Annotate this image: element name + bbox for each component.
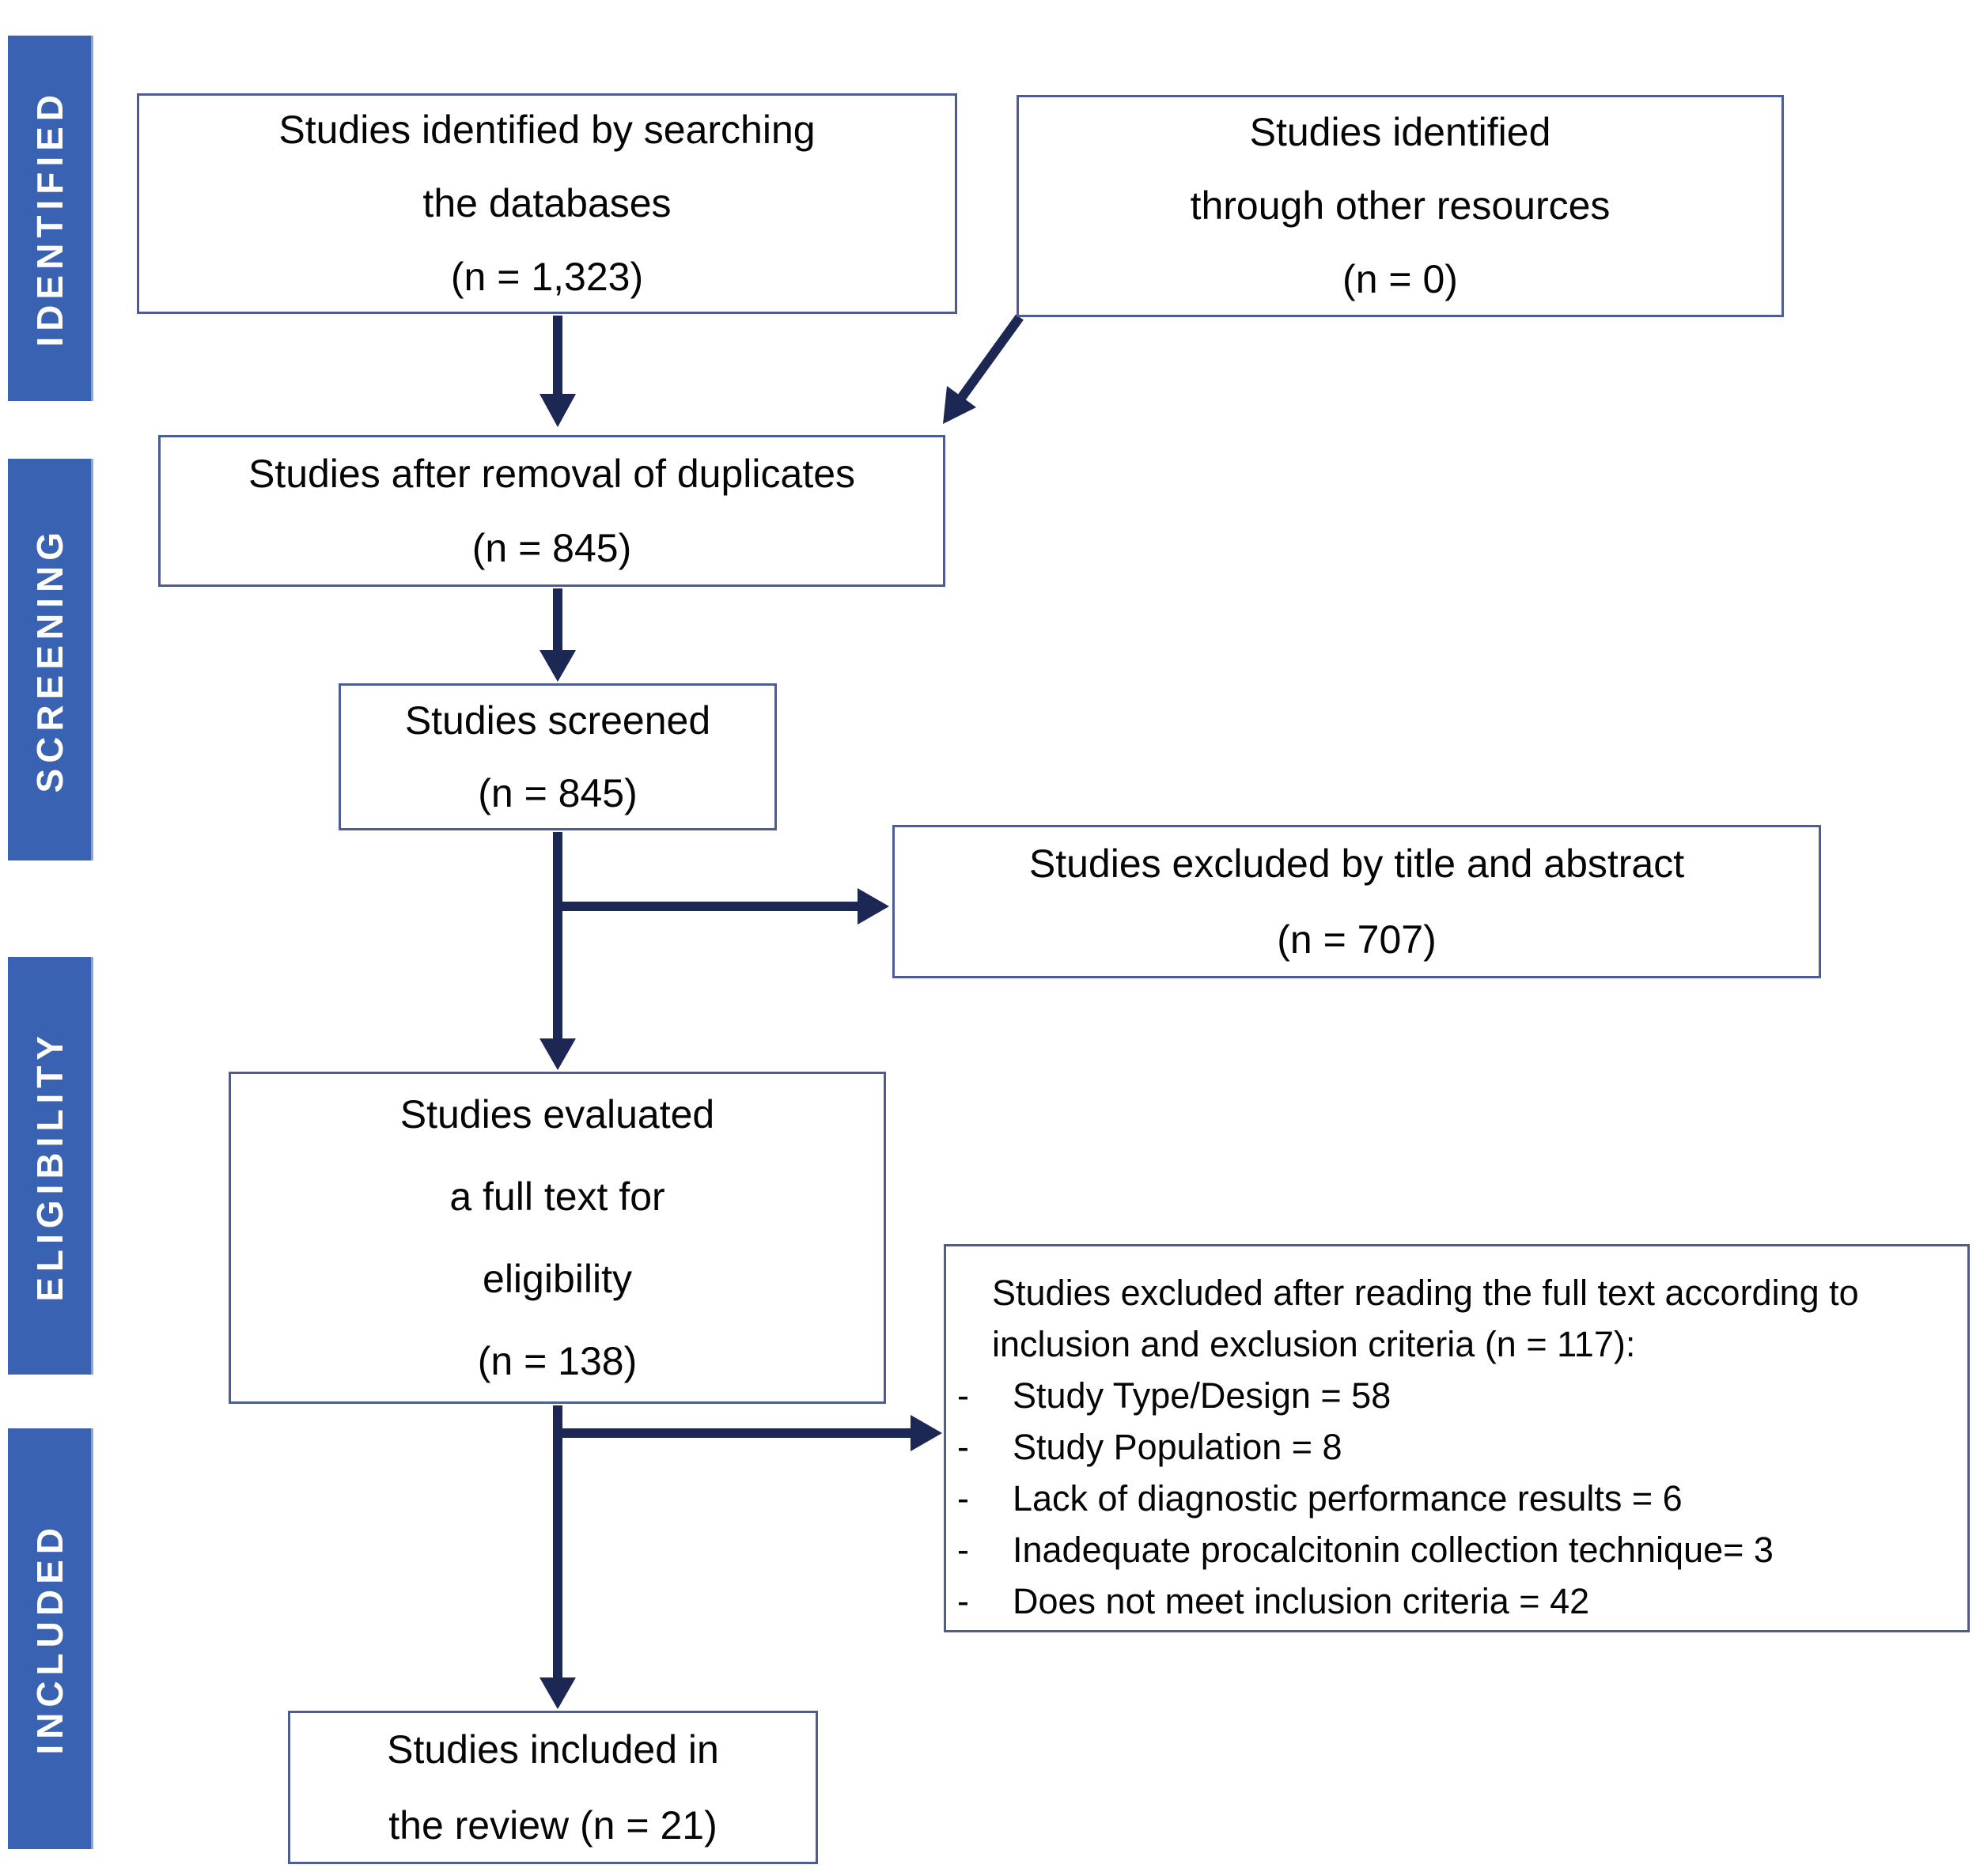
phase-bar-eligibility: ELIGIBILITY (8, 957, 93, 1375)
box-text-line: (n = 845) (471, 526, 632, 570)
box-studies-included: Studies included in the review (n = 21) (288, 1711, 818, 1864)
exclusion-header-line: Studies excluded after reading the full … (992, 1273, 1859, 1313)
phase-bar-included: INCLUDED (8, 1428, 93, 1849)
box-text-line: Studies identified (1249, 110, 1551, 154)
box-studies-other-resources: Studies identified through other resourc… (1017, 95, 1784, 317)
box-text-line: Studies excluded by title and abstract (1028, 842, 1685, 886)
phase-label-identified: IDENTIFIED (28, 89, 70, 347)
bullet-dash: - (957, 1478, 969, 1519)
exclusion-bullet: - Does not meet inclusion criteria = 42 (957, 1575, 1967, 1627)
phase-bar-identified: IDENTIFIED (8, 36, 93, 401)
bullet-dash: - (957, 1581, 969, 1621)
phase-label-screening: SCREENING (28, 526, 70, 793)
box-fulltext-eligibility: Studies evaluated a full text for eligib… (229, 1072, 886, 1404)
exclusion-bullet: - Inadequate procalcitonin collection te… (957, 1524, 1967, 1575)
box-text-line: (n = 845) (478, 771, 638, 815)
exclusion-header-line: inclusion and exclusion criteria (n = 11… (992, 1324, 1636, 1364)
phase-label-eligibility: ELIGIBILITY (28, 1030, 70, 1302)
box-text-line: through other resources (1190, 183, 1611, 228)
arrow-fulltext-to-included (540, 1405, 576, 1709)
box-text-line: a full text for (449, 1174, 665, 1219)
box-text-line: Studies after removal of duplicates (248, 452, 856, 496)
bullet-text: Study Type/Design = 58 (1013, 1375, 1391, 1416)
bullet-dash: - (957, 1427, 969, 1467)
box-studies-identified-databases: Studies identified by searching the data… (137, 93, 957, 314)
box-text-line: Studies identified by searching (278, 108, 816, 152)
box-text-line: (n = 1,323) (450, 255, 644, 299)
arrow-identified-to-duplicates (540, 316, 576, 427)
box-excluded-title-abstract: Studies excluded by title and abstract (… (892, 825, 1821, 978)
bullet-dash: - (957, 1530, 969, 1570)
bullet-text: Inadequate procalcitonin collection tech… (1013, 1530, 1774, 1570)
box-studies-screened: Studies screened (n = 845) (339, 683, 777, 830)
box-text-line: the review (n = 21) (388, 1803, 717, 1848)
exclusion-bullet: - Study Population = 8 (957, 1421, 1967, 1473)
box-after-duplicates: Studies after removal of duplicates (n =… (158, 435, 945, 587)
arrow-duplicates-to-screened (540, 588, 576, 682)
arrow-other-resources-to-duplicates (943, 314, 1024, 424)
arrow-screened-to-fulltext (540, 832, 576, 1070)
arrow-branch-to-excluded-fulltext (553, 1415, 942, 1451)
phase-label-included: INCLUDED (28, 1522, 70, 1755)
box-text-line: Studies included in (387, 1727, 719, 1772)
arrow-branch-to-excluded-title (553, 888, 889, 925)
exclusion-bullet: - Study Type/Design = 58 (957, 1370, 1967, 1421)
box-text-line: Studies evaluated (399, 1092, 715, 1137)
box-text-line: the databases (422, 181, 672, 225)
box-text-line: (n = 707) (1277, 917, 1437, 962)
phase-bar-screening: SCREENING (8, 459, 93, 860)
box-text-line: (n = 138) (477, 1339, 638, 1383)
bullet-text: Lack of diagnostic performance results =… (1013, 1478, 1683, 1519)
box-text-line: Studies screened (404, 698, 711, 743)
box-text-line: eligibility (483, 1257, 632, 1301)
bullet-dash: - (957, 1375, 969, 1416)
box-excluded-fulltext: Studies excluded after reading the full … (944, 1244, 1970, 1632)
bullet-text: Does not meet inclusion criteria = 42 (1013, 1581, 1590, 1621)
box-text-line: (n = 0) (1342, 257, 1458, 301)
bullet-text: Study Population = 8 (1013, 1427, 1342, 1467)
exclusion-bullet: - Lack of diagnostic performance results… (957, 1473, 1967, 1524)
